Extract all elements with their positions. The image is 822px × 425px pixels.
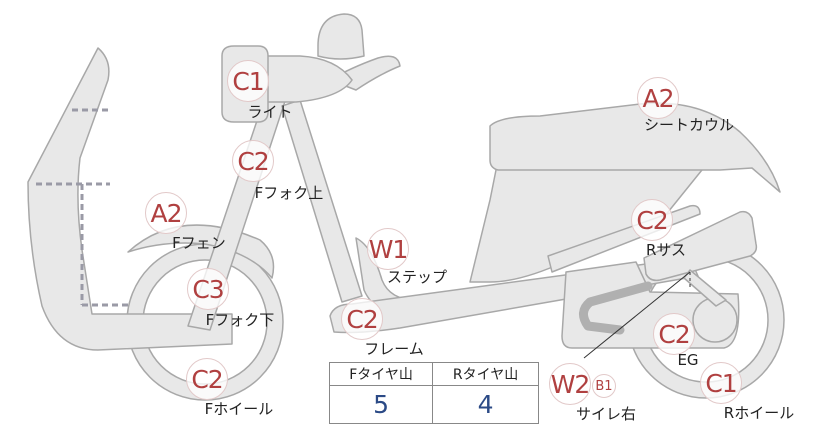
front-fender-marker[interactable]: A2 [145,192,187,234]
rear-tread-header: Rタイヤ山 [432,362,539,386]
fork-lower-label: Fフォク下 [205,311,275,329]
front-tread-header: Fタイヤ山 [328,362,434,386]
fork-lower-marker[interactable]: C3 [187,268,229,310]
rear-shock-shape [643,210,758,282]
down-tube-shape [281,99,363,303]
engine-loop-shape [579,281,653,335]
muffler-right-marker[interactable]: W2 [549,363,591,405]
seat-cowl-marker[interactable]: A2 [637,77,679,119]
front-shield-shape [27,47,233,351]
rear-suspension-label: Rサス [645,241,687,259]
front-tread-value: 5 [328,385,434,424]
mirror-shape [317,13,365,60]
rear-suspension-marker[interactable]: C2 [631,199,673,241]
frame-label: フレーム [364,340,424,358]
muffler-right-sub-marker[interactable]: B1 [592,374,616,398]
rear-tread-value: 4 [432,385,539,424]
front-wheel-label: Fホイール [204,400,274,418]
front-wheel-marker[interactable]: C2 [186,358,228,400]
tire-tread-table: Fタイヤ山 Rタイヤ山 5 4 [328,362,539,424]
light-marker[interactable]: C1 [227,60,269,102]
front-fender-label: Fフェン [172,234,226,252]
engine-label: EG [677,351,699,369]
step-marker[interactable]: W1 [367,228,409,270]
muffler-right-label: サイレ右 [575,405,637,423]
light-label: ライト [247,103,293,121]
fork-upper-marker[interactable]: C2 [232,140,274,182]
step-label: ステップ [386,268,448,286]
engine-marker[interactable]: C2 [653,313,695,355]
rear-wheel-label: Rホイール [723,404,795,422]
frame-marker[interactable]: C2 [341,298,383,340]
seat-cowl-label: シートカウル [643,116,735,134]
seat-shape [489,102,781,193]
callout-line [583,271,691,359]
rear-wheel-marker[interactable]: C1 [700,362,742,404]
fork-upper-label: Fフォク上 [254,184,324,202]
